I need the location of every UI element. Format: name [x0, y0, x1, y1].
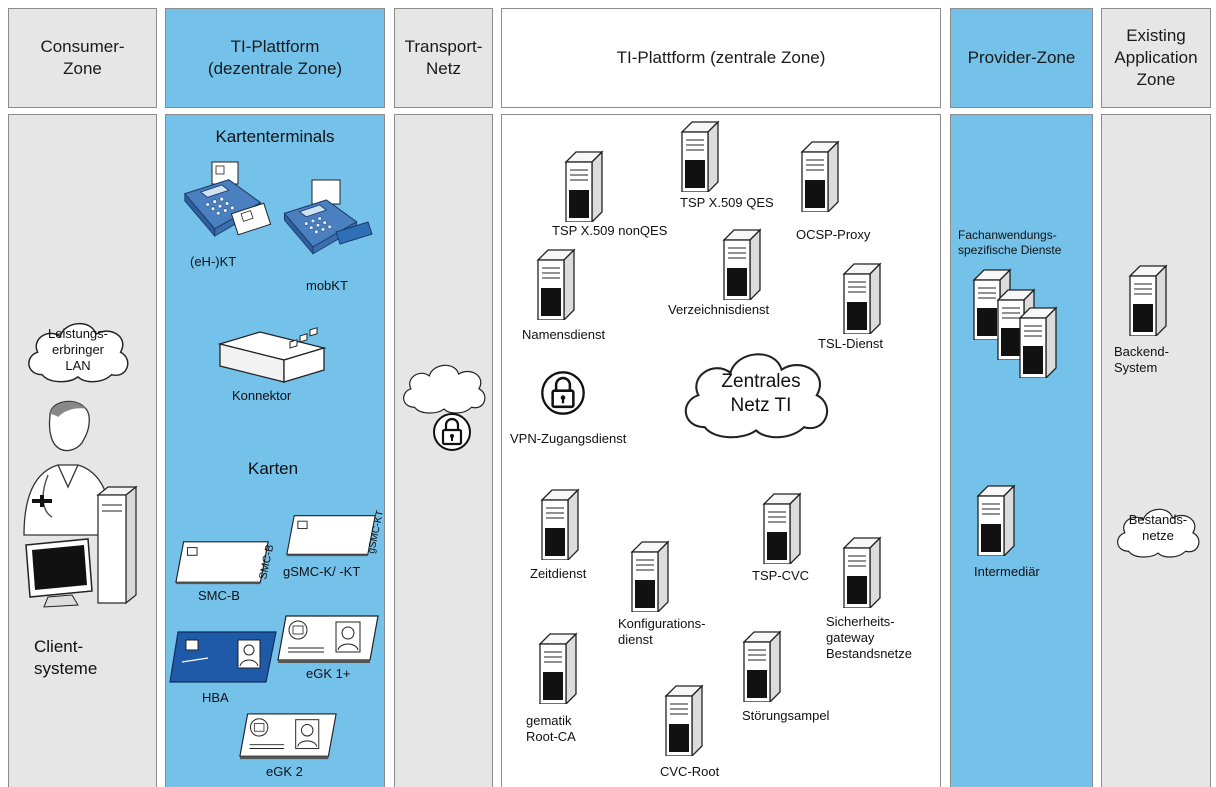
- column-transport-netz: [394, 114, 493, 787]
- smc-b-card-icon: SMC-B: [175, 541, 276, 585]
- namensdienst-server-icon: [537, 249, 575, 320]
- konnektor-label: Konnektor: [232, 388, 292, 403]
- transport-lock-icon: [432, 412, 472, 452]
- intermediaer-label: Intermediär: [974, 564, 1040, 579]
- column-provider-zone: [950, 114, 1093, 787]
- hba-card-icon: [169, 631, 277, 683]
- verzeichnisdienst-server-icon: [723, 229, 761, 300]
- egk2-label: eGK 2: [266, 764, 303, 779]
- column-existing-application-zone: [1101, 114, 1211, 787]
- zeitdienst-label: Zeitdienst: [530, 566, 587, 581]
- column-consumer-zone: [8, 114, 157, 787]
- smc-b-label: SMC-B: [198, 588, 240, 603]
- karten-heading: Karten: [248, 459, 299, 478]
- namensdienst-label: Namensdienst: [522, 327, 606, 342]
- konnektor-icon: [217, 327, 327, 383]
- header-ti-dezentral: TI-Plattform (dezentrale Zone): [165, 8, 385, 108]
- egk1-card-icon: [277, 615, 379, 663]
- mobkt-label: mobKT: [306, 278, 348, 293]
- tsp-nonqes-label: TSP X.509 nonQES: [552, 223, 668, 238]
- doctor-workstation-icon: [23, 400, 138, 608]
- cvc-root-label: CVC-Root: [660, 764, 720, 779]
- tsp-nonqes-server-icon: [565, 151, 603, 222]
- header-transport-netz: Transport- Netz: [394, 8, 493, 108]
- sicherheitsgateway-server-icon: [843, 537, 881, 608]
- vpn-zugangsdienst-label: VPN-Zugangsdienst: [510, 431, 627, 446]
- gsmc-card-icon: gSMC-KT: [286, 509, 386, 557]
- fachanwendungsdienste-label: Fachanwendungs- spezifische Dienste: [958, 228, 1062, 257]
- eh-kt-label: (eH-)KT: [190, 254, 237, 269]
- root-ca-server-icon: [539, 633, 577, 704]
- hba-label: HBA: [202, 690, 229, 705]
- backend-system-server-icon: [1129, 265, 1167, 336]
- sicherheitsgateway-label: Sicherheits- gateway Bestandsnetze: [826, 614, 913, 661]
- tsl-dienst-server-icon: [843, 263, 881, 334]
- verzeichnisdienst-label: Verzeichnisdienst: [668, 302, 770, 317]
- intermediaer-server-icon: [977, 485, 1015, 556]
- egk1-label: eGK 1+: [306, 666, 351, 681]
- header-existing-application-zone: Existing Application Zone: [1101, 8, 1211, 108]
- vpn-lock-icon: [541, 371, 585, 415]
- cvc-root-server-icon: [665, 685, 703, 756]
- gsmc-k-kt-label: gSMC-K/ -KT: [283, 564, 361, 579]
- ocsp-proxy-label: OCSP-Proxy: [796, 227, 871, 242]
- header-ti-zentral: TI-Plattform (zentrale Zone): [501, 8, 941, 108]
- egk2-card-icon: [239, 713, 337, 760]
- bestandsnetze-label: Bestands- netze: [1128, 512, 1188, 543]
- tsp-qes-label: TSP X.509 QES: [680, 195, 774, 210]
- tsp-cvc-server-icon: [763, 493, 801, 564]
- header-consumer-zone: Consumer- Zone: [8, 8, 157, 108]
- tsp-qes-server-icon: [681, 121, 719, 192]
- tsp-cvc-label: TSP-CVC: [752, 568, 810, 583]
- stoerungsampel-server-icon: [743, 631, 781, 702]
- clientsysteme-label: Client- systeme: [34, 637, 98, 678]
- eh-kt-terminal-icon: [184, 161, 272, 237]
- ocsp-proxy-server-icon: [801, 141, 839, 212]
- konfigurationsdienst-label: Konfigurations- dienst: [618, 616, 706, 647]
- zeitdienst-server-icon: [541, 489, 579, 560]
- lan-label: Leistungs- erbringer LAN: [48, 326, 108, 373]
- mobkt-terminal-icon: [283, 179, 373, 255]
- zentrales-netz-label: Zentrales Netz TI: [721, 371, 801, 416]
- backend-system-label: Backend- System: [1114, 344, 1169, 375]
- root-ca-label: gematik Root-CA: [526, 713, 576, 744]
- kartenterminals-heading: Kartenterminals: [215, 127, 335, 146]
- header-provider-zone: Provider-Zone: [950, 8, 1093, 108]
- stoerungsampel-label: Störungsampel: [742, 708, 830, 723]
- konfigurationsdienst-server-icon: [631, 541, 669, 612]
- fachdienst-server-3-icon: [1019, 307, 1057, 378]
- tsl-dienst-label: TSL-Dienst: [818, 336, 884, 351]
